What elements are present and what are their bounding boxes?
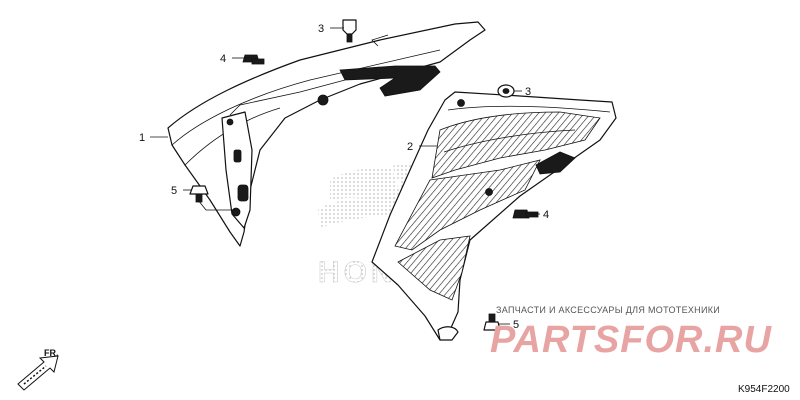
fastener-5-right[interactable]: [483, 313, 501, 331]
callout-3-top: 3: [318, 23, 324, 35]
front-direction-arrow-icon: [17, 355, 59, 391]
callout-3-right: 3: [525, 86, 531, 98]
front-direction-label: FR.: [44, 348, 59, 358]
fastener-5-left[interactable]: [189, 185, 209, 203]
callout-5-left: 5: [171, 185, 177, 197]
leader-lines: [150, 27, 540, 325]
fastener-4-right[interactable]: [512, 209, 539, 219]
left-shroud-part[interactable]: [167, 21, 486, 247]
right-shroud-part[interactable]: [371, 91, 617, 341]
fastener-3-top[interactable]: [342, 19, 357, 43]
callout-5-right: 5: [513, 319, 519, 331]
callout-4-right: 4: [543, 209, 549, 221]
watermark-brand-text: PARTSFOR.RU: [490, 319, 772, 361]
fastener-3-right[interactable]: [497, 84, 515, 98]
callout-2: 2: [407, 141, 413, 153]
diagram-code: K954F2200: [738, 384, 790, 395]
fastener-4-top[interactable]: [242, 54, 265, 65]
callout-4-top: 4: [220, 53, 226, 65]
callout-1: 1: [139, 132, 145, 144]
watermark-russian-text: ЗАПЧАСТИ И АКСЕССУАРЫ ДЛЯ МОТОТЕХНИКИ: [496, 305, 720, 315]
